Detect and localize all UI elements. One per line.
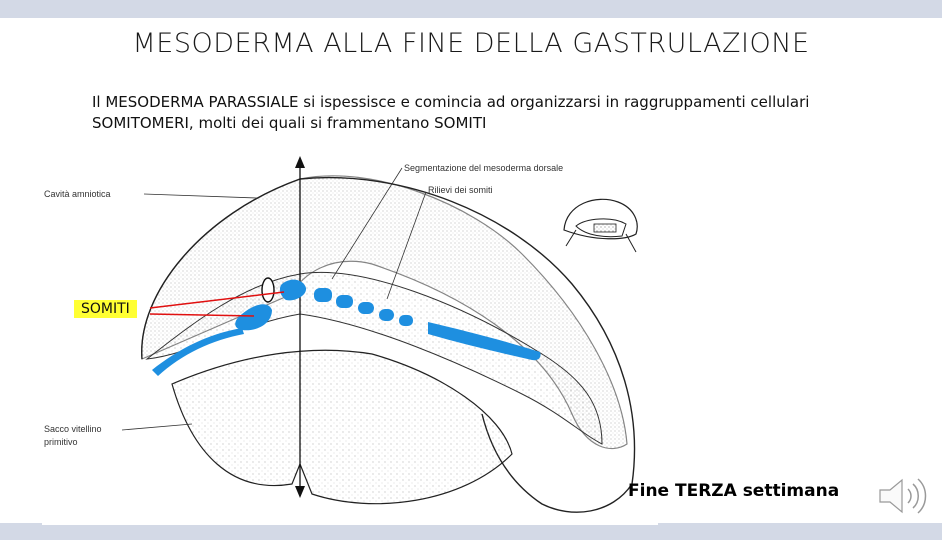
somite-block-1 — [279, 279, 307, 301]
somite-3 — [336, 295, 353, 308]
lateral-mesoderm-left — [235, 304, 272, 331]
label-sacco-2: primitivo — [44, 437, 78, 447]
outer-outline — [141, 176, 636, 513]
somite-2 — [314, 288, 332, 302]
axis-arrow-bottom — [295, 486, 305, 498]
embryo-figure: Cavità amniotica Segmentazione del mesod… — [42, 154, 658, 525]
slide-subtitle: Il MESODERMA PARASSIALE si ispessisce e … — [92, 93, 810, 132]
leader-sacco — [121, 423, 193, 431]
embryo-diagram — [121, 156, 636, 513]
label-cavita: Cavità amniotica — [44, 189, 111, 199]
somiti-pointer-1 — [149, 291, 285, 309]
speaker-icon[interactable] — [874, 472, 930, 520]
somite-6 — [399, 315, 413, 326]
lateral-plate-strip — [152, 328, 244, 376]
presomitic-mesoderm — [428, 322, 541, 361]
yolk-sac — [171, 349, 513, 505]
label-sacco-1: Sacco vitellino — [44, 424, 102, 434]
axis-arrow-top — [295, 156, 305, 168]
somite-4 — [358, 302, 374, 314]
somite-5 — [379, 309, 394, 321]
inset-embryo-sketch — [563, 198, 638, 253]
week-label: Fine TERZA settimana — [628, 481, 840, 501]
neural-groove — [261, 277, 275, 303]
leader-cavita — [143, 193, 258, 199]
leader-segmentazione — [331, 167, 403, 280]
label-rilievi: Rilievi dei somiti — [428, 185, 493, 195]
somiti-pointer-2 — [149, 313, 255, 317]
leader-rilievi — [386, 191, 427, 300]
slide-title: MESODERMA ALLA FINE DELLA GASTRULAZIONE — [132, 28, 810, 59]
label-segmentazione: Segmentazione del mesoderma dorsale — [404, 163, 564, 173]
somiti-highlight-label: SOMITI — [74, 300, 137, 318]
